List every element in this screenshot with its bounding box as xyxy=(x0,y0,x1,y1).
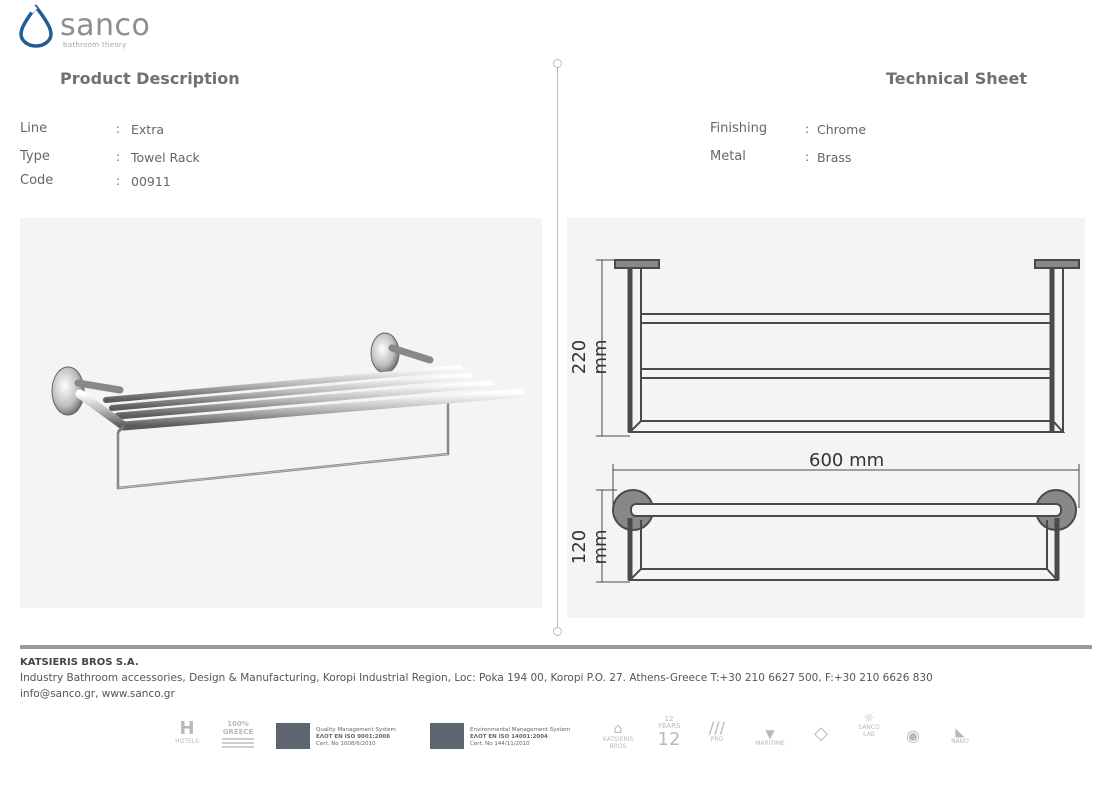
technical-drawing: 220 mm 600 mm 120 mm xyxy=(567,218,1085,618)
quality-cert: Quality Management System ΕΛΟΤ EN ISO 90… xyxy=(316,727,396,747)
sanco-lab-icon: ☼SANCO LAB xyxy=(858,711,880,738)
brand-tagline: bathroom theory xyxy=(63,41,127,49)
divider-top-dot xyxy=(553,59,562,68)
divider-bottom-dot xyxy=(553,627,562,636)
field-value-finishing: Chrome xyxy=(817,122,867,137)
height-dimension: 220 mm xyxy=(569,339,611,375)
environmental-cert: Environmental Management System ΕΛΟΤ EN … xyxy=(470,727,571,747)
eco-icon: ◉ xyxy=(906,726,920,745)
product-description-heading: Product Description xyxy=(60,69,240,88)
greece-icon: 100% GREECE xyxy=(222,720,254,750)
field-label-metal: Metal xyxy=(710,149,746,164)
footer-rule xyxy=(20,645,1092,649)
field-separator: : xyxy=(116,122,121,136)
field-label-type: Type xyxy=(20,149,50,164)
shield-icon: ◇ xyxy=(814,723,828,744)
company-contact: info@sanco.gr, www.sanco.gr xyxy=(20,688,175,700)
field-label-finishing: Finishing xyxy=(710,121,768,136)
company-address: Industry Bathroom accessories, Design & … xyxy=(20,672,933,684)
field-separator: : xyxy=(116,174,121,188)
product-photo xyxy=(20,218,542,608)
euro-cert-icon xyxy=(276,723,310,749)
pro-icon: ///PRO xyxy=(708,718,726,744)
field-value-code: 00911 xyxy=(131,174,171,189)
nano-icon: ◣NANO xyxy=(951,725,969,745)
width-dimension: 600 mm xyxy=(809,450,885,471)
years-icon: 12 YEARS 12 xyxy=(657,715,681,750)
field-separator: : xyxy=(116,150,121,164)
hotels-icon: H HOTELS xyxy=(175,718,199,746)
vertical-divider xyxy=(557,66,558,630)
field-value-metal: Brass xyxy=(817,150,852,165)
field-separator: : xyxy=(805,122,810,136)
sanco-logo-icon xyxy=(19,4,53,48)
brand-name: sanco xyxy=(60,8,151,43)
field-value-type: Towel Rack xyxy=(131,150,200,165)
field-label-line: Line xyxy=(20,121,48,136)
field-label-code: Code xyxy=(20,173,54,188)
maritime-icon: ▼MARITIME xyxy=(755,727,785,747)
depth-dimension: 120 mm xyxy=(569,529,611,565)
katsieris-bros-icon: ⌂KATSIERIS BROS xyxy=(602,721,634,750)
field-separator: : xyxy=(805,150,810,164)
field-value-line: Extra xyxy=(131,122,164,137)
company-name: KATSIERIS BROS S.A. xyxy=(20,657,139,668)
euro-cert-icon xyxy=(430,723,464,749)
technical-sheet-heading: Technical Sheet xyxy=(886,69,1027,88)
